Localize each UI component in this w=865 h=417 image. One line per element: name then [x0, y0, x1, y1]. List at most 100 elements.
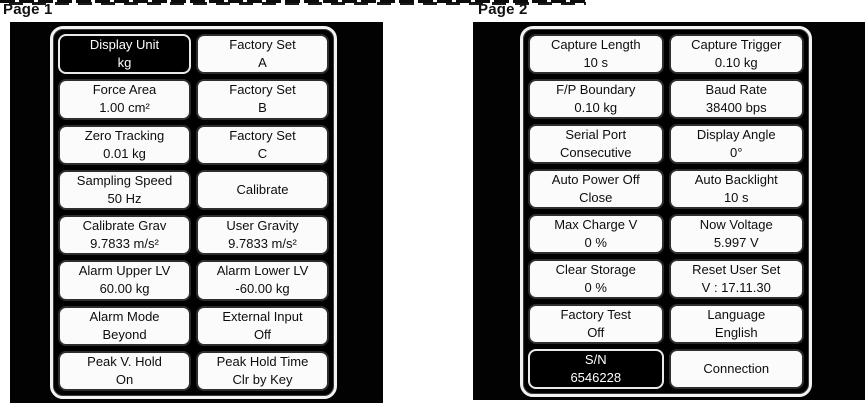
settings-cell-baud-rate[interactable]: Baud Rate 38400 bps: [668, 79, 804, 119]
setting-label: Factory Set: [229, 82, 296, 98]
setting-label: S/N: [584, 352, 607, 368]
setting-value: Beyond: [102, 326, 147, 342]
setting-label: External Input: [222, 308, 303, 324]
setting-value: 0 %: [584, 235, 607, 250]
setting-label: Calibrate Grav: [82, 218, 167, 234]
settings-screen-page-2: Capture Length 10 s Capture Trigger 0.10 kg…: [520, 26, 812, 397]
settings-cell-connection[interactable]: Connection: [668, 349, 804, 389]
setting-label: Auto Backlight: [694, 172, 778, 188]
settings-cell-clear-storage[interactable]: Clear Storage 0 %: [528, 259, 664, 299]
setting-label: Factory Test: [560, 307, 632, 323]
setting-label: Max Charge V: [554, 217, 638, 233]
settings-cell-user-gravity[interactable]: User Gravity 9.7833 m/s²: [196, 215, 329, 256]
setting-label: Serial Port: [565, 127, 627, 143]
setting-value: 0.10 kg: [574, 100, 618, 115]
settings-cell-display-unit[interactable]: Display Unit kg: [58, 34, 191, 75]
setting-value: 38400 bps: [705, 100, 767, 115]
setting-value: English: [714, 325, 758, 340]
setting-label: User Gravity: [226, 218, 299, 234]
device-bezel-page-2: Capture Length 10 s Capture Trigger 0.10 kg…: [473, 22, 865, 400]
setting-label: Peak V. Hold: [87, 353, 162, 369]
settings-cell-auto-backlight[interactable]: Auto Backlight 10 s: [668, 169, 804, 209]
setting-value: B: [258, 100, 267, 116]
setting-label: Baud Rate: [705, 82, 767, 98]
settings-cell-capture-trigger[interactable]: Capture Trigger 0.10 kg: [668, 34, 804, 74]
page-2-heading: Page 2: [478, 1, 528, 18]
setting-label: F/P Boundary: [556, 82, 636, 98]
setting-value: 9.7833 m/s²: [228, 236, 297, 252]
setting-label: Sampling Speed: [76, 172, 173, 188]
setting-value: On: [115, 371, 134, 387]
setting-value: 9.7833 m/s²: [90, 236, 159, 252]
setting-label: Capture Length: [550, 37, 641, 53]
settings-cell-capture-length[interactable]: Capture Length 10 s: [528, 34, 664, 74]
settings-cell-now-voltage[interactable]: Now Voltage 5.997 V: [668, 214, 804, 254]
setting-value: 0.01 kg: [103, 145, 146, 161]
setting-value: 5.997 V: [713, 235, 759, 250]
setting-label: Language: [707, 307, 766, 323]
page-1-heading: Page 1: [3, 1, 53, 18]
setting-label: Auto Power Off: [551, 172, 640, 188]
setting-value: 0°: [730, 145, 743, 160]
setting-value: kg: [117, 55, 132, 71]
setting-value: Close: [579, 190, 613, 205]
settings-cell-calibrate-grav[interactable]: Calibrate Grav 9.7833 m/s²: [58, 215, 191, 256]
setting-value: Off: [587, 325, 605, 340]
setting-label: Capture Trigger: [691, 37, 782, 53]
setting-value: Clr by Key: [232, 371, 293, 387]
settings-cell-force-area[interactable]: Force Area 1.00 cm²: [58, 79, 191, 120]
settings-cell-sampling-speed[interactable]: Sampling Speed 50 Hz: [58, 169, 191, 210]
setting-value: A: [258, 55, 267, 71]
setting-label: Now Voltage: [699, 217, 773, 233]
setting-label: Reset User Set: [692, 262, 781, 278]
setting-label: Clear Storage: [555, 262, 636, 278]
setting-value: 50 Hz: [107, 190, 142, 206]
setting-value: Off: [253, 326, 272, 342]
setting-label: Zero Tracking: [84, 127, 165, 143]
torn-page-edge-artifact: [0, 0, 586, 5]
settings-cell-alarm-lower-lv[interactable]: Alarm Lower LV -60.00 kg: [196, 260, 329, 301]
setting-label: Calibrate: [236, 181, 289, 197]
setting-value: 60.00 kg: [99, 281, 150, 297]
setting-label: Force Area: [92, 82, 157, 98]
settings-cell-display-angle[interactable]: Display Angle 0°: [668, 124, 804, 164]
settings-cell-f-p-boundary[interactable]: F/P Boundary 0.10 kg: [528, 79, 664, 119]
setting-value: 0 %: [584, 280, 607, 295]
setting-label: Factory Set: [229, 127, 296, 143]
setting-value: 6546228: [570, 370, 622, 385]
setting-value: 10 s: [723, 190, 749, 205]
settings-cell-zero-tracking[interactable]: Zero Tracking 0.01 kg: [58, 124, 191, 165]
settings-cell-calibrate[interactable]: Calibrate: [196, 169, 329, 210]
setting-value: V : 17.11.30: [701, 280, 771, 295]
settings-cell-max-charge-v[interactable]: Max Charge V 0 %: [528, 214, 664, 254]
setting-label: Connection: [703, 361, 770, 377]
setting-value: -60.00 kg: [235, 281, 290, 297]
setting-label: Display Angle: [696, 127, 776, 143]
setting-value: C: [257, 145, 268, 161]
settings-cell-reset-user-set[interactable]: Reset User Set V : 17.11.30: [668, 259, 804, 299]
setting-label: Alarm Mode: [89, 308, 160, 324]
setting-label: Peak Hold Time: [216, 353, 309, 369]
setting-value: 0.10 kg: [714, 55, 758, 70]
setting-label: Factory Set: [229, 37, 296, 53]
setting-value: Consecutive: [559, 145, 632, 160]
settings-cell-s-n[interactable]: S/N 6546228: [528, 349, 664, 389]
setting-label: Alarm Lower LV: [216, 263, 309, 279]
setting-value: 10 s: [583, 55, 609, 70]
setting-value: 1.00 cm²: [99, 100, 150, 116]
setting-label: Display Unit: [89, 37, 160, 53]
